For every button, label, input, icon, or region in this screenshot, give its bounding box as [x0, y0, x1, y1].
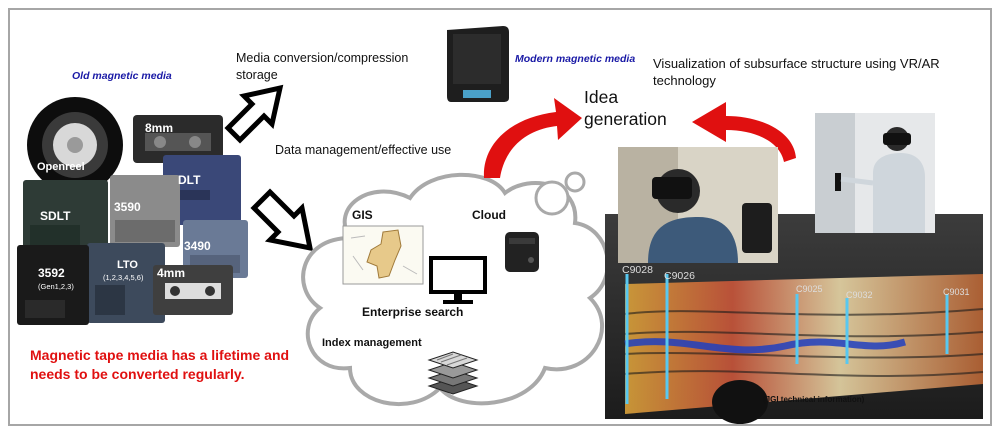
arrow-to-modern-media [224, 84, 284, 144]
monitor-icon [429, 256, 487, 304]
index-management-label: Index management [322, 337, 422, 349]
arrow-to-cloud [250, 188, 314, 252]
red-arrow-right [692, 102, 796, 162]
label-3592: 3592 [38, 266, 65, 280]
gis-map-icon [342, 225, 424, 285]
well-label-c9025: C9025 [796, 284, 823, 294]
label-4mm: 4mm [157, 266, 186, 280]
cloud-label: Cloud [472, 208, 506, 222]
label-8mm: 8mm [145, 121, 174, 135]
old-media-label: Old magnetic media [72, 70, 172, 82]
data-management-text: Data management/effective use [275, 143, 452, 157]
label-sdlt: SDLT [40, 209, 71, 223]
media-conversion-line-1: Media conversion/compression [236, 51, 409, 65]
label-dlt: DLT [178, 173, 201, 187]
label-3592-sub: (Gen1,2,3) [38, 282, 74, 291]
cloud-server-icon [505, 232, 539, 272]
vr-photo-standing [815, 113, 935, 233]
warning-line-2: needs to be converted regularly. [30, 366, 245, 382]
label-3490: 3490 [184, 239, 211, 253]
label-openreel: Openreel [37, 161, 85, 173]
label-3590: 3590 [114, 200, 141, 214]
idea-line-1: Idea [584, 87, 619, 107]
well-label-c9031: C9031 [943, 287, 970, 297]
enterprise-search-label: Enterprise search [362, 305, 464, 319]
well-label-c9032: C9032 [846, 290, 873, 300]
media-conversion-line-2: storage [236, 68, 278, 82]
old-media-cartridges [17, 97, 248, 325]
gis-label: GIS [352, 208, 373, 222]
jgi-credit: (JGI technical information) [763, 395, 865, 404]
outer-frame [8, 8, 992, 426]
well-label-c9028: C9028 [622, 264, 653, 276]
red-arrow-left [483, 98, 582, 178]
modern-media-label: Modern magnetic media [515, 53, 636, 65]
visualization-line-1: Visualization of subsurface structure us… [653, 56, 940, 71]
visualization-line-2: technology [653, 73, 716, 88]
warning-line-1: Magnetic tape media has a lifetime and [30, 347, 290, 363]
vr-photo-seated [618, 147, 778, 263]
seismic-visualization [605, 214, 984, 424]
modern-media-cartridge [447, 26, 509, 102]
label-lto: LTO [117, 259, 138, 271]
index-documents-icon [427, 351, 479, 395]
label-lto-sub: (1,2,3,4,5,6) [103, 273, 144, 282]
idea-line-2: generation [584, 109, 667, 129]
well-label-c9026: C9026 [664, 270, 695, 282]
